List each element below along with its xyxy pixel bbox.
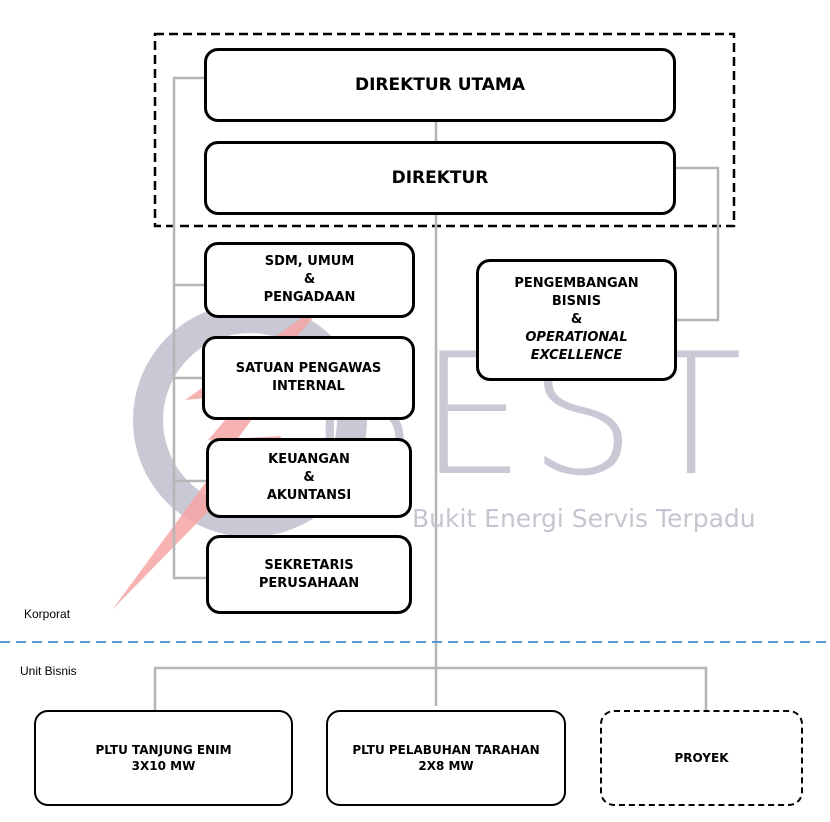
box-keuangan-akuntansi[interactable]: KEUANGAN & AKUNTANSI	[206, 438, 412, 518]
box-pltu-tanjung-line-2: 3X10 MW	[131, 759, 196, 773]
box-sdm-umum-pengadaan[interactable]: SDM, UMUM & PENGADAAN	[204, 242, 415, 318]
section-label-unit-bisnis: Unit Bisnis	[20, 664, 77, 678]
box-sekretaris-line-1: SEKRETARIS	[264, 557, 354, 573]
box-pengembangan-line-4: OPERATIONAL	[525, 330, 628, 345]
section-label-korporat: Korporat	[24, 607, 71, 621]
box-proyek-label: PROYEK	[674, 751, 729, 765]
box-direktur[interactable]: DIREKTUR	[204, 141, 676, 215]
box-satuan-pengawas-internal[interactable]: SATUAN PENGAWAS INTERNAL	[202, 336, 415, 420]
box-keuangan-line-3: AKUNTANSI	[266, 488, 352, 503]
box-direktur-utama-label: DIREKTUR UTAMA	[354, 75, 526, 95]
box-pltu-tanjung-enim[interactable]: PLTU TANJUNG ENIM 3X10 MW	[34, 710, 293, 806]
box-spi-line-1: SATUAN PENGAWAS	[235, 361, 382, 376]
box-direktur-label: DIREKTUR	[391, 168, 489, 188]
connector-units	[153, 666, 708, 710]
box-keuangan-line-2: &	[303, 470, 315, 485]
box-pltu-tarahan-line-2: 2X8 MW	[418, 759, 474, 773]
connector-pengembangan	[674, 166, 720, 322]
box-sekretaris-line-2: PERUSAHAAN	[258, 575, 360, 591]
box-sekretaris-perusahaan[interactable]: SEKRETARIS PERUSAHAAN	[206, 535, 412, 614]
box-pengembangan-line-2: BISNIS	[551, 294, 602, 309]
box-pltu-tarahan-line-1: PLTU PELABUHAN TARAHAN	[352, 743, 540, 757]
box-pltu-tanjung-line-1: PLTU TANJUNG ENIM	[95, 743, 232, 757]
watermark-ring	[133, 303, 367, 537]
connector-left-bus	[172, 76, 206, 580]
box-direktur-utama[interactable]: DIREKTUR UTAMA	[204, 48, 676, 122]
box-pengembangan-line-5: EXCELLENCE	[530, 348, 623, 363]
top-management-frame	[153, 32, 736, 228]
box-keuangan-line-1: KEUANGAN	[268, 452, 350, 467]
box-pengembangan-line-1: PENGEMBANGAN	[514, 276, 639, 291]
box-pengembangan-bisnis[interactable]: PENGEMBANGAN BISNIS & OPERATIONAL EXCELL…	[476, 259, 677, 381]
box-spi-line-2: INTERNAL	[272, 379, 345, 394]
box-pengembangan-line-3: &	[570, 312, 583, 327]
box-sdm-line-2: &	[303, 272, 316, 287]
box-proyek[interactable]: PROYEK	[600, 710, 803, 806]
box-sdm-line-3: PENGADAAN	[263, 290, 356, 305]
watermark-tagline: Bukit Energi Servis Terpadu	[412, 504, 756, 533]
box-sdm-line-1: SDM, UMUM	[264, 254, 355, 269]
box-pltu-pelabuhan-tarahan[interactable]: PLTU PELABUHAN TARAHAN 2X8 MW	[326, 710, 566, 806]
